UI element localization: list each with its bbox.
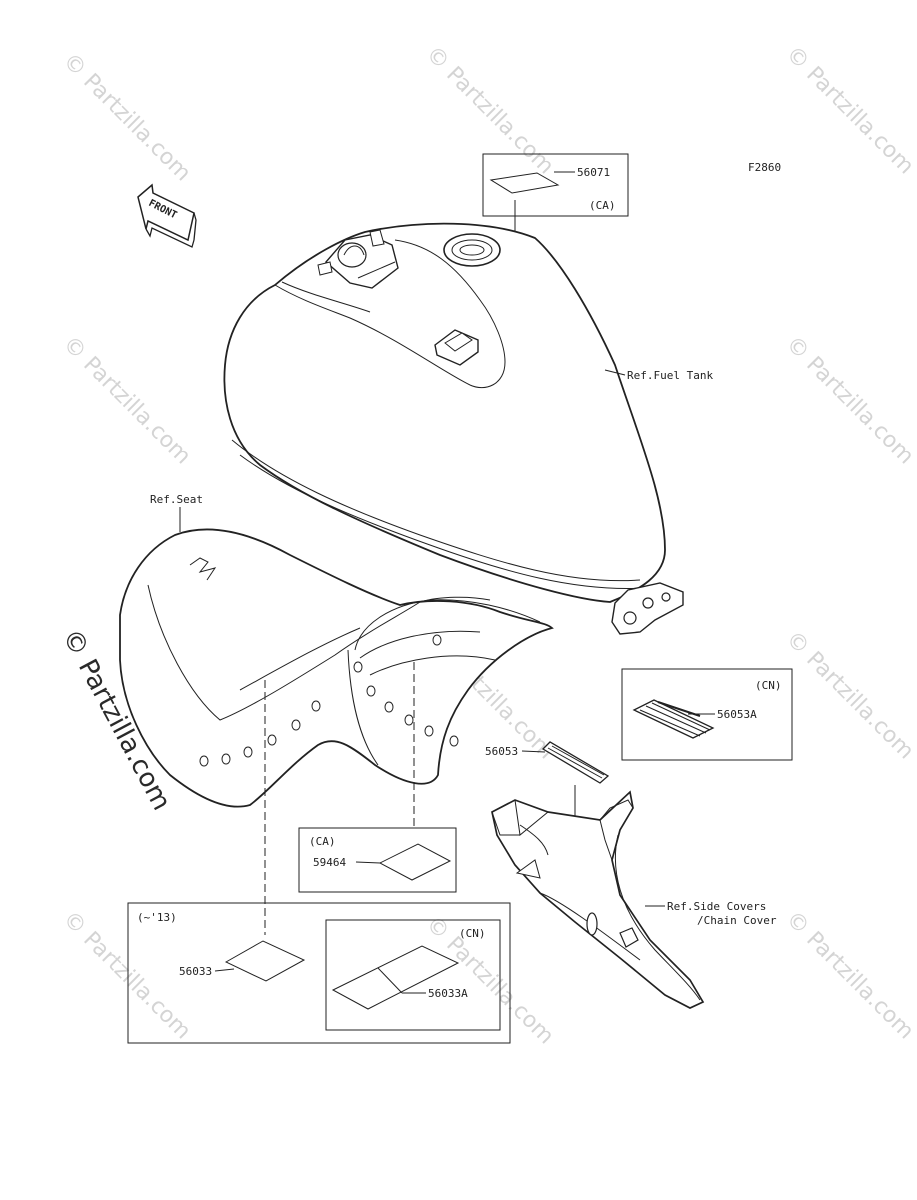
watermark-text: © Partzilla.com [421, 912, 559, 1050]
region-year-13: (~'13) [137, 911, 177, 924]
watermark-text: © Partzilla.com [781, 332, 917, 470]
watermark-text: © Partzilla.com [781, 42, 917, 180]
part-number-56033: 56033 [179, 965, 212, 978]
box-56071-ca: 56071 (CA) [482, 153, 629, 290]
diagram-code: F2860 [748, 161, 781, 174]
region-cn-2: (CN) [755, 679, 782, 692]
decal-56053: 56053 [485, 741, 610, 858]
side-cover [491, 790, 705, 1009]
seat-rivets [199, 634, 459, 767]
ref-side-covers: Ref.Side Covers [667, 900, 766, 913]
part-number-56071: 56071 [577, 166, 610, 179]
ref-chain-cover: /Chain Cover [697, 914, 777, 927]
ref-fuel-tank: Ref.Fuel Tank [627, 369, 713, 382]
part-number-56053: 56053 [485, 745, 518, 758]
front-arrow-icon: FRONT [137, 183, 197, 248]
watermark-text: © Partzilla.com [421, 42, 559, 180]
watermark-text: © Partzilla.com [781, 627, 917, 765]
box-year-13: (~'13) 56033 (CN) 56033A [127, 902, 511, 1044]
region-cn: (CN) [459, 927, 486, 940]
part-number-56053a: 56053A [717, 708, 757, 721]
region-ca: (CA) [589, 199, 616, 212]
seat [119, 528, 554, 935]
region-ca-2: (CA) [309, 835, 336, 848]
watermark-text: © Partzilla.com [58, 332, 196, 470]
watermark-text: © Partzilla.com [781, 907, 917, 1045]
fuel-tank [223, 222, 684, 635]
box-59464-ca: (CA) 59464 [298, 827, 457, 893]
part-number-59464: 59464 [313, 856, 346, 869]
part-number-56033a: 56033A [428, 987, 468, 1000]
watermark-text: © Partzilla.com [58, 49, 196, 187]
ref-seat: Ref.Seat [150, 493, 203, 506]
watermark-text: © Partzilla.com [58, 907, 196, 1045]
box-56053a-cn: (CN) 56053A [621, 668, 793, 761]
